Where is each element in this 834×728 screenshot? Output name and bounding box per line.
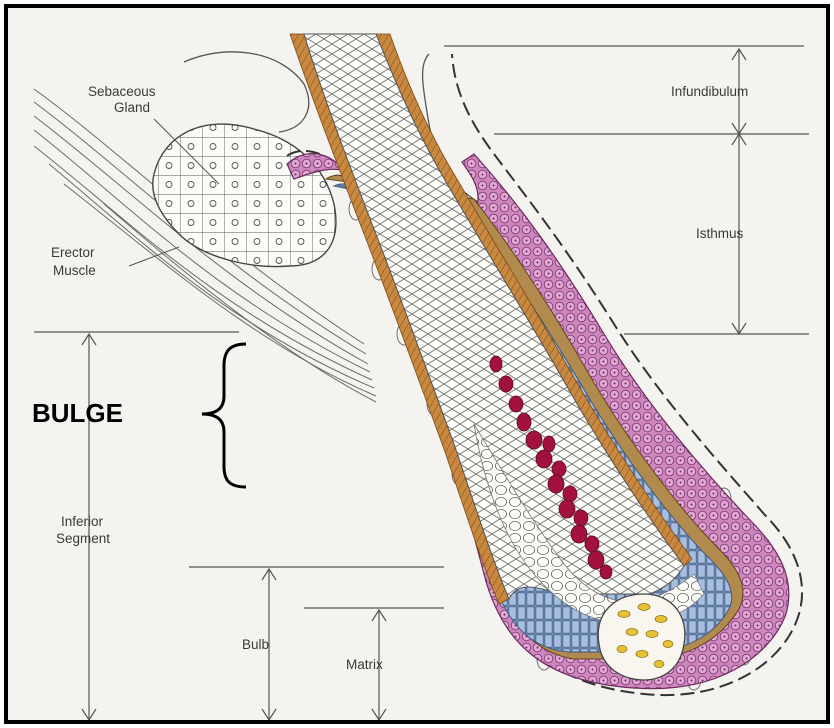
bulb-label: Bulb <box>242 637 269 652</box>
infundibulum-label: Infundibulum <box>671 84 748 99</box>
dermal-papilla <box>598 594 685 680</box>
bulge-brace <box>202 344 246 487</box>
hair-shaft <box>304 34 684 599</box>
diagram-frame: Sebaceous Gland Erector Muscle Infundibu… <box>4 4 830 724</box>
hair-follicle-diagram: Sebaceous Gland Erector Muscle Infundibu… <box>8 8 830 724</box>
bulge-label: BULGE <box>32 398 123 428</box>
erector-muscle-label-line2: Muscle <box>53 263 96 278</box>
matrix-label: Matrix <box>346 657 383 672</box>
sebaceous-gland-label-line2: Gland <box>114 100 150 115</box>
sebaceous-gland-label-line1: Sebaceous <box>88 84 156 99</box>
isthmus-label: Isthmus <box>696 226 744 241</box>
erector-muscle-label-line1: Erector <box>51 245 95 260</box>
inferior-segment-label-line2: Segment <box>56 531 110 546</box>
inferior-segment-label-line1: Inferior <box>61 514 104 529</box>
